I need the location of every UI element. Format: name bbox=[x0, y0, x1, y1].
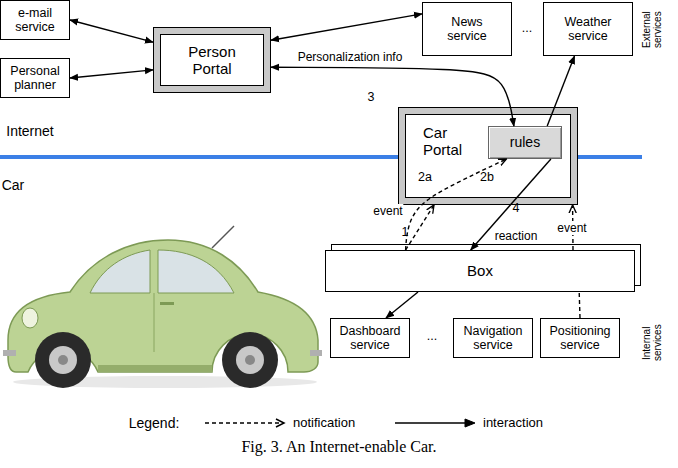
rules-box: rules bbox=[488, 126, 562, 159]
node-label: Weather service bbox=[558, 15, 618, 44]
legend-arrowhead bbox=[276, 419, 284, 427]
service-box: e-mail service bbox=[0, 0, 70, 40]
legend-sample bbox=[393, 414, 479, 432]
notification-arrow bbox=[406, 205, 434, 250]
car-antenna bbox=[212, 226, 234, 248]
callout-number: 2a bbox=[418, 170, 432, 184]
car-bumper bbox=[310, 350, 322, 356]
interaction-arrow bbox=[547, 56, 574, 126]
car-illustration bbox=[3, 226, 322, 388]
car-window bbox=[90, 250, 150, 293]
callout-number: 1 bbox=[402, 225, 409, 239]
legend-text: interaction bbox=[483, 414, 543, 432]
interaction-arrow bbox=[471, 159, 551, 250]
group-label: External services bbox=[641, 1, 663, 59]
legend-arrowhead bbox=[465, 419, 475, 427]
node-label: News service bbox=[437, 15, 497, 44]
car-hub bbox=[58, 355, 68, 365]
figure-caption: Fig. 3. An Internet-enable Car. bbox=[0, 438, 678, 456]
car-door-line bbox=[154, 293, 155, 352]
node-label: Navigation service bbox=[456, 324, 530, 353]
portal-box: Car Portal rules bbox=[398, 107, 578, 205]
callout-number: 3 bbox=[368, 90, 375, 104]
legend-text: notification bbox=[293, 414, 355, 432]
car-wheel bbox=[35, 332, 91, 388]
legend-sample bbox=[203, 414, 289, 432]
ellipsis: ... bbox=[427, 329, 437, 343]
node-label: rules bbox=[490, 134, 560, 150]
node-label: e-mail service bbox=[4, 6, 66, 35]
car-hub bbox=[245, 355, 255, 365]
car-bumper bbox=[3, 350, 16, 356]
callout-number: 4 bbox=[513, 201, 520, 215]
node-label: Positioning service bbox=[543, 324, 617, 353]
edge-label: event bbox=[372, 204, 403, 218]
group-label: Internal services bbox=[641, 314, 663, 372]
service-box: News service bbox=[422, 2, 512, 56]
service-box: Personal planner bbox=[0, 58, 70, 98]
box-bus: Box bbox=[325, 250, 635, 292]
node-label: Box bbox=[380, 262, 580, 279]
node-label: Personal planner bbox=[4, 64, 66, 93]
interaction-arrow bbox=[271, 14, 422, 40]
edge-label: Personalization info bbox=[297, 50, 404, 64]
node-label: Car Portal bbox=[423, 124, 479, 159]
node-label: Person Portal bbox=[167, 43, 257, 78]
ellipsis: ... bbox=[522, 21, 532, 35]
interaction-arrow bbox=[70, 70, 153, 78]
service-box: Weather service bbox=[543, 2, 633, 56]
node-label: Dashboard service bbox=[333, 324, 407, 353]
car-door-handle bbox=[160, 302, 174, 305]
car-hub bbox=[49, 346, 77, 374]
service-box: Dashboard service bbox=[330, 318, 410, 358]
car-hub bbox=[236, 346, 264, 374]
car-window bbox=[158, 250, 234, 293]
edge-label: event bbox=[556, 221, 587, 235]
edge-label: reaction bbox=[494, 229, 539, 243]
service-box: Positioning service bbox=[540, 318, 620, 358]
portal-box: Person Portal bbox=[153, 27, 271, 93]
car-wheel bbox=[222, 332, 278, 388]
region-label: Internet bbox=[6, 123, 53, 139]
car-headlight bbox=[22, 308, 38, 328]
legend-item: notification bbox=[203, 414, 393, 432]
car-running-board bbox=[98, 365, 212, 372]
legend-line bbox=[205, 422, 283, 423]
interaction-arrow bbox=[386, 292, 418, 318]
legend-item: interaction bbox=[393, 414, 583, 432]
service-box: Navigation service bbox=[453, 318, 533, 358]
region-label: Car bbox=[2, 177, 25, 193]
notification-arrow bbox=[579, 292, 581, 318]
interaction-arrow bbox=[271, 67, 514, 126]
notification-arrow bbox=[406, 159, 507, 250]
callout-number: 2b bbox=[480, 170, 494, 184]
legend-line bbox=[395, 422, 473, 423]
legend-title: Legend: bbox=[129, 415, 180, 431]
interaction-arrow bbox=[70, 20, 153, 42]
